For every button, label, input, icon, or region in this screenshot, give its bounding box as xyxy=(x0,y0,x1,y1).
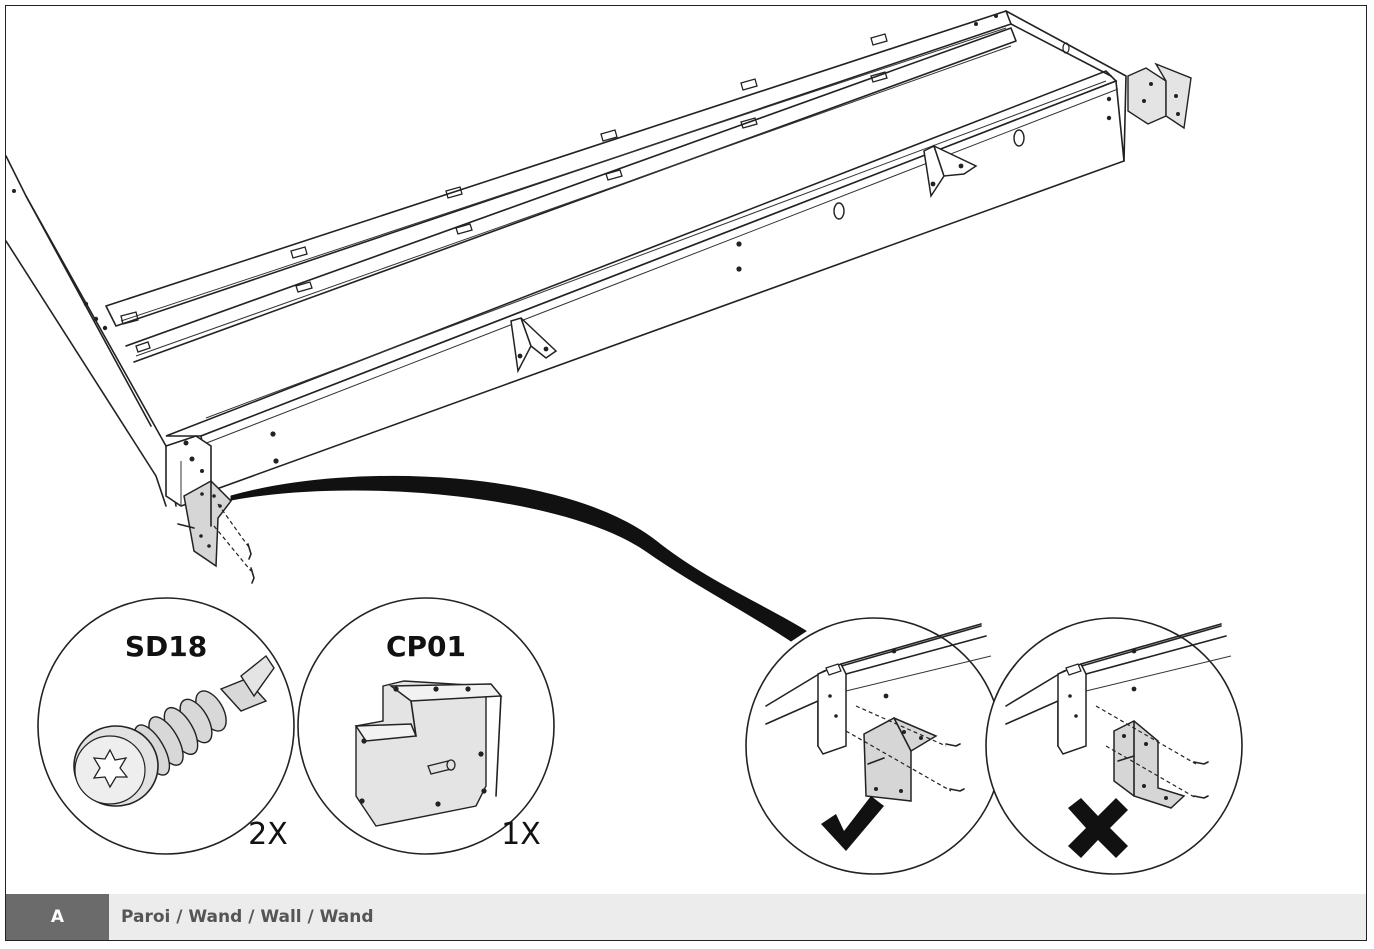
part-sd18-callout: SD18 2X xyxy=(37,597,295,855)
orientation-correct-detail xyxy=(745,617,1003,875)
part-code-cp01: CP01 xyxy=(386,630,466,663)
part-cp01-callout: CP01 1X xyxy=(297,597,555,855)
screw-icon xyxy=(73,654,275,807)
part-code-sd18: SD18 xyxy=(125,630,207,663)
wall-frame-drawing xyxy=(6,10,1192,584)
part-qty-cp01: 1X xyxy=(501,817,541,852)
checkmark-icon xyxy=(821,796,884,851)
step-footer: A Paroi / Wand / Wall / Wand xyxy=(6,894,1366,940)
assembly-instruction-page: SD18 2X xyxy=(5,5,1367,941)
corner-plate-icon xyxy=(354,680,503,827)
part-qty-sd18: 2X xyxy=(248,817,288,852)
orientation-wrong-detail xyxy=(985,617,1243,875)
step-title: Paroi / Wand / Wall / Wand xyxy=(109,894,1366,940)
callout-band xyxy=(230,475,807,642)
assembly-illustration: SD18 2X xyxy=(6,10,1243,875)
step-label: A xyxy=(6,894,109,940)
cross-icon xyxy=(1068,798,1128,858)
